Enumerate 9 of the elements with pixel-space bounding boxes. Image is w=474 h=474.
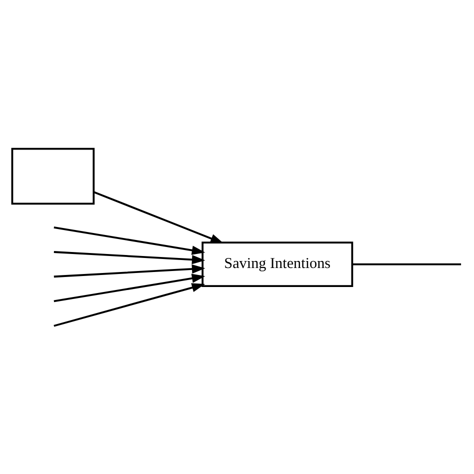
node-box (11, 147, 95, 204)
arrow (54, 226, 206, 254)
arrow (54, 282, 206, 326)
node-box: Saving Intentions (202, 241, 354, 287)
arrow (93, 190, 224, 243)
arrow (54, 273, 206, 302)
arrow (54, 264, 206, 278)
arrow (54, 250, 206, 264)
connector (352, 262, 462, 265)
